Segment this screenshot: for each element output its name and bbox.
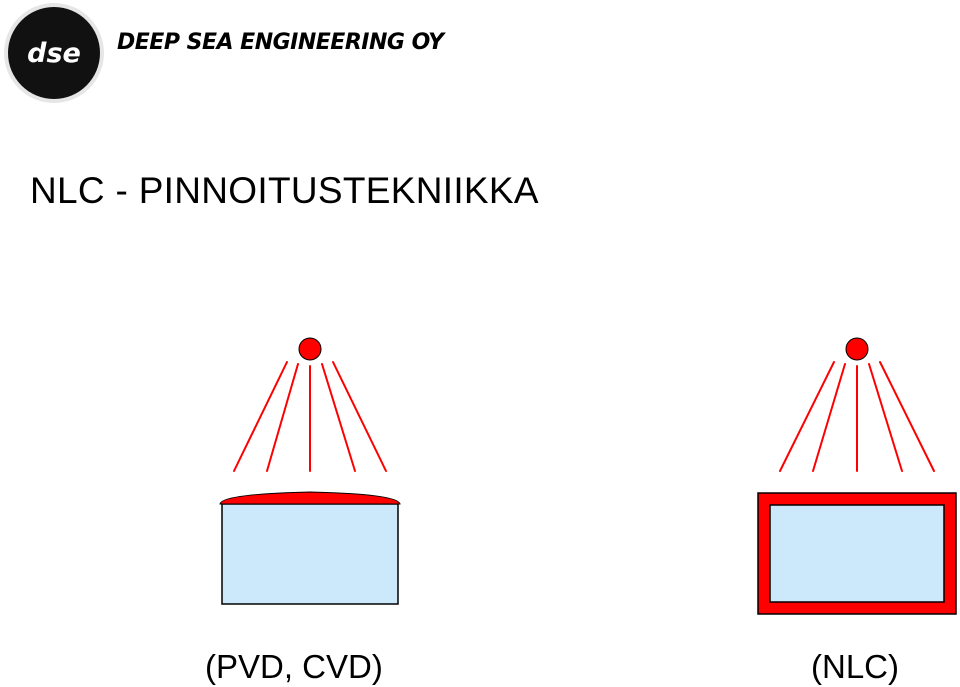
panel-nlc bbox=[757, 337, 957, 615]
page-title: NLC - PINNOITUSTEKNIIKKA bbox=[30, 170, 539, 211]
caption-pvd-cvd: (PVD, CVD) bbox=[205, 648, 383, 685]
panel-pvd-cvd bbox=[219, 337, 401, 605]
rays-left bbox=[233, 361, 387, 472]
logo-lettering: dse bbox=[27, 38, 81, 69]
source-point-right bbox=[845, 337, 869, 361]
rays-right bbox=[779, 361, 935, 472]
caption-nlc: (NLC) bbox=[811, 648, 899, 685]
substrate-left bbox=[221, 503, 399, 605]
company-logo: dse bbox=[4, 3, 104, 103]
substrate-right bbox=[769, 504, 945, 603]
source-point-left bbox=[298, 337, 322, 361]
company-name: DEEP SEA ENGINEERING OY bbox=[117, 30, 444, 55]
coating-top-left bbox=[219, 491, 401, 505]
